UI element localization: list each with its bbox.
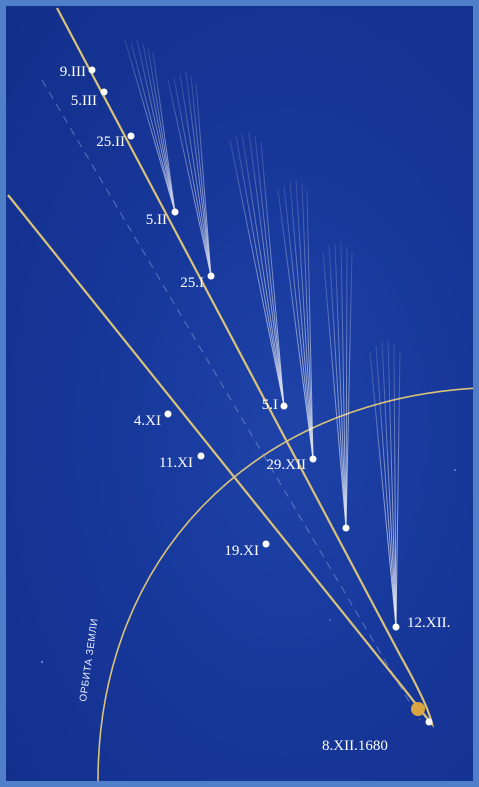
label-5-I: 5.I xyxy=(262,397,278,413)
dot-12-XII xyxy=(392,623,400,631)
star-specks xyxy=(40,469,456,664)
dot-29-XII xyxy=(309,455,317,463)
label-5-II: 5.II xyxy=(146,212,167,228)
tail-mid xyxy=(322,241,353,529)
comet-orbit-path xyxy=(7,7,434,728)
tail-5-I xyxy=(229,131,285,407)
label-9-III: 9.III xyxy=(60,64,86,80)
dot-perihelion xyxy=(425,718,433,726)
comet-orbit-diagram: 9.III 5.III 25.II 5.II 25.I 5.I 29.XII 1… xyxy=(6,6,473,781)
dot-19-XI xyxy=(262,540,270,548)
dot-5-I xyxy=(280,402,288,410)
comet-tails xyxy=(124,39,401,628)
label-5-III: 5.III xyxy=(71,93,97,109)
label-11-XI: 11.XI xyxy=(159,455,193,471)
tail-25-I xyxy=(167,71,212,277)
tail-12-XII xyxy=(369,339,401,628)
label-25-I: 25.I xyxy=(180,275,204,291)
dot-11-XI xyxy=(197,452,205,460)
label-25-II: 25.II xyxy=(96,134,125,150)
diagram-canvas: 9.III 5.III 25.II 5.II 25.I 5.I 29.XII 1… xyxy=(7,7,473,781)
dot-5-III xyxy=(100,88,108,96)
comet-position-dots xyxy=(88,66,433,726)
label-perihelion: 8.XII.1680 xyxy=(322,738,388,754)
earth-orbit-arc xyxy=(97,387,473,781)
dot-25-I xyxy=(207,272,215,280)
dot-9-III xyxy=(88,66,96,74)
dot-5-II xyxy=(171,208,179,216)
dot-unlabeled xyxy=(342,524,350,532)
earth-orbit-label: ОРБИТА ЗЕМЛИ xyxy=(78,617,101,702)
axis-dashed-line xyxy=(41,79,421,721)
tail-9-III xyxy=(124,39,176,213)
sun-icon xyxy=(411,702,425,716)
dot-4-XI xyxy=(164,410,172,418)
tail-29-XII xyxy=(277,179,314,460)
label-4-XI: 4.XI xyxy=(134,413,161,429)
label-19-XI: 19.XI xyxy=(224,543,259,559)
dot-25-II xyxy=(127,132,135,140)
label-12-XII: 12.XII. xyxy=(407,615,450,631)
label-29-XII: 29.XII xyxy=(266,457,306,473)
